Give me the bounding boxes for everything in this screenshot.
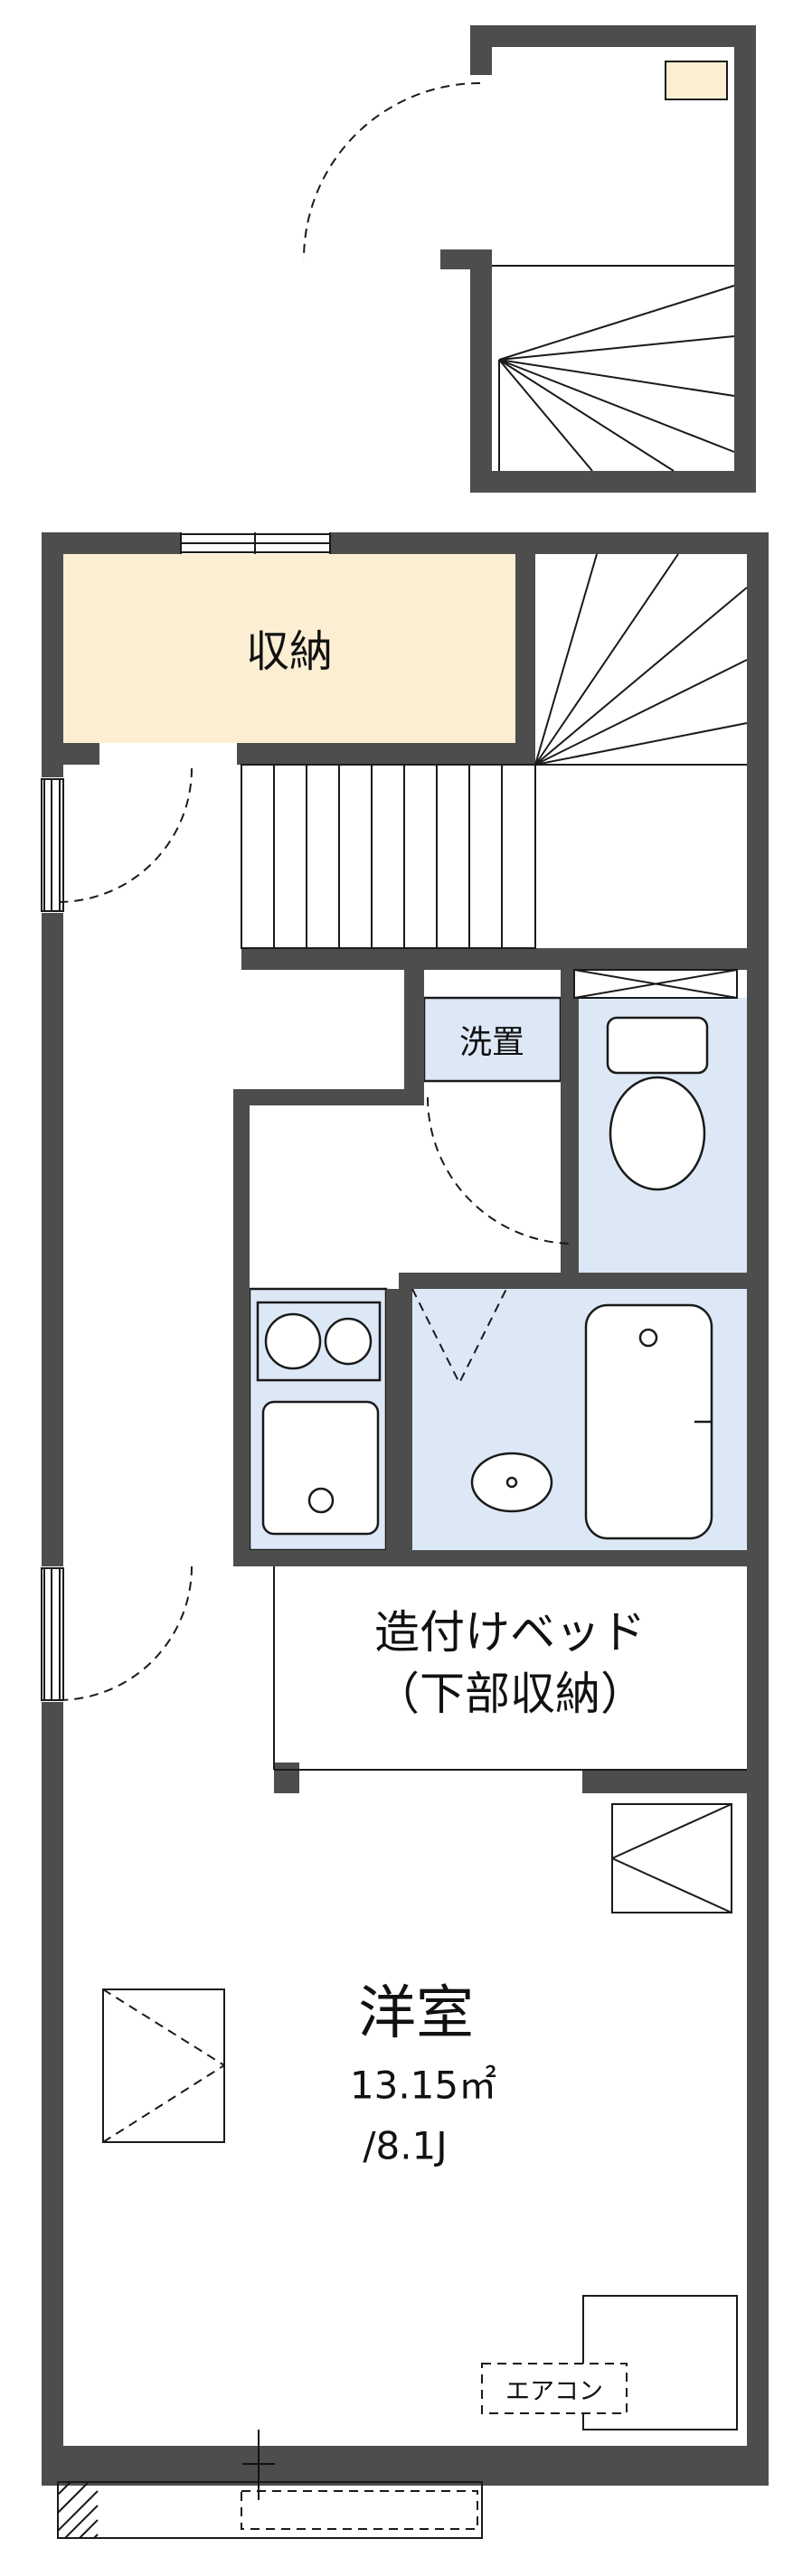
left-wall-window-1 <box>41 778 64 912</box>
room-area-sqm: 13.15㎡ <box>349 2063 497 2108</box>
wall <box>63 743 99 765</box>
porch-hatching <box>57 2481 99 2539</box>
winder-stairs-upper <box>498 285 735 472</box>
wall <box>330 532 769 554</box>
wall <box>42 2446 769 2486</box>
kitchen-sink-icon <box>261 1400 380 1536</box>
wall <box>470 25 492 75</box>
wall <box>561 970 579 1273</box>
window-swing-line <box>102 1988 225 2066</box>
wall <box>404 970 424 1105</box>
winder-stairs-main <box>534 553 748 766</box>
wall <box>233 1089 410 1105</box>
porch-outline <box>57 2481 483 2539</box>
entry-cabinet <box>665 61 728 100</box>
left-wall-window-2 <box>41 1567 64 1701</box>
wall <box>470 471 756 493</box>
porch-step <box>241 2490 478 2530</box>
wall <box>470 25 756 47</box>
wall <box>42 913 63 1566</box>
wall <box>582 1770 769 1793</box>
western-room-label: 洋室 <box>358 1980 474 2047</box>
wall <box>747 532 769 2486</box>
under-storage-label: （下部収納） <box>374 1668 646 1720</box>
toilet-icon <box>606 1016 709 1191</box>
top-wall-window <box>180 532 331 554</box>
wall <box>734 25 756 493</box>
fixtures <box>256 1016 713 1540</box>
wall <box>233 1550 769 1566</box>
stove-burners-icon <box>256 1301 382 1382</box>
wall <box>386 1289 412 1550</box>
wall <box>241 948 769 970</box>
walls <box>42 25 769 2486</box>
straight-stairs <box>241 764 536 949</box>
wall <box>274 1763 299 1793</box>
washer-box <box>422 996 562 1083</box>
aircon-label: エアコン <box>505 2377 603 2406</box>
bath-folding-door <box>411 1288 507 1386</box>
toilet-window <box>573 969 738 999</box>
door-swing-washroom <box>427 1096 575 1245</box>
wall <box>515 532 535 765</box>
wall <box>42 532 181 554</box>
wall <box>237 743 535 765</box>
built-in-bed-label: 造付けベッド <box>374 1606 646 1659</box>
washer-place-label: 洗置 <box>458 1024 525 1061</box>
wall <box>42 532 63 777</box>
aircon-box <box>481 2363 628 2414</box>
wall <box>470 249 492 493</box>
wall <box>42 1702 63 2486</box>
storage-room-fill <box>63 554 515 743</box>
dashed-elements <box>57 82 628 2530</box>
bedroom-window-right <box>611 1803 732 1913</box>
plan-lines <box>41 265 748 2539</box>
wall <box>399 1273 769 1289</box>
bathtub-icon <box>584 1303 713 1540</box>
storage-label: 収納 <box>245 626 334 677</box>
wash-drain-icon <box>470 1452 553 1513</box>
wall <box>233 1089 250 1566</box>
window-swing-line <box>102 2064 225 2143</box>
room-area-tatami: /8.1J <box>363 2123 448 2168</box>
entry-marker <box>242 2430 275 2500</box>
entry-door-swing <box>303 82 481 260</box>
